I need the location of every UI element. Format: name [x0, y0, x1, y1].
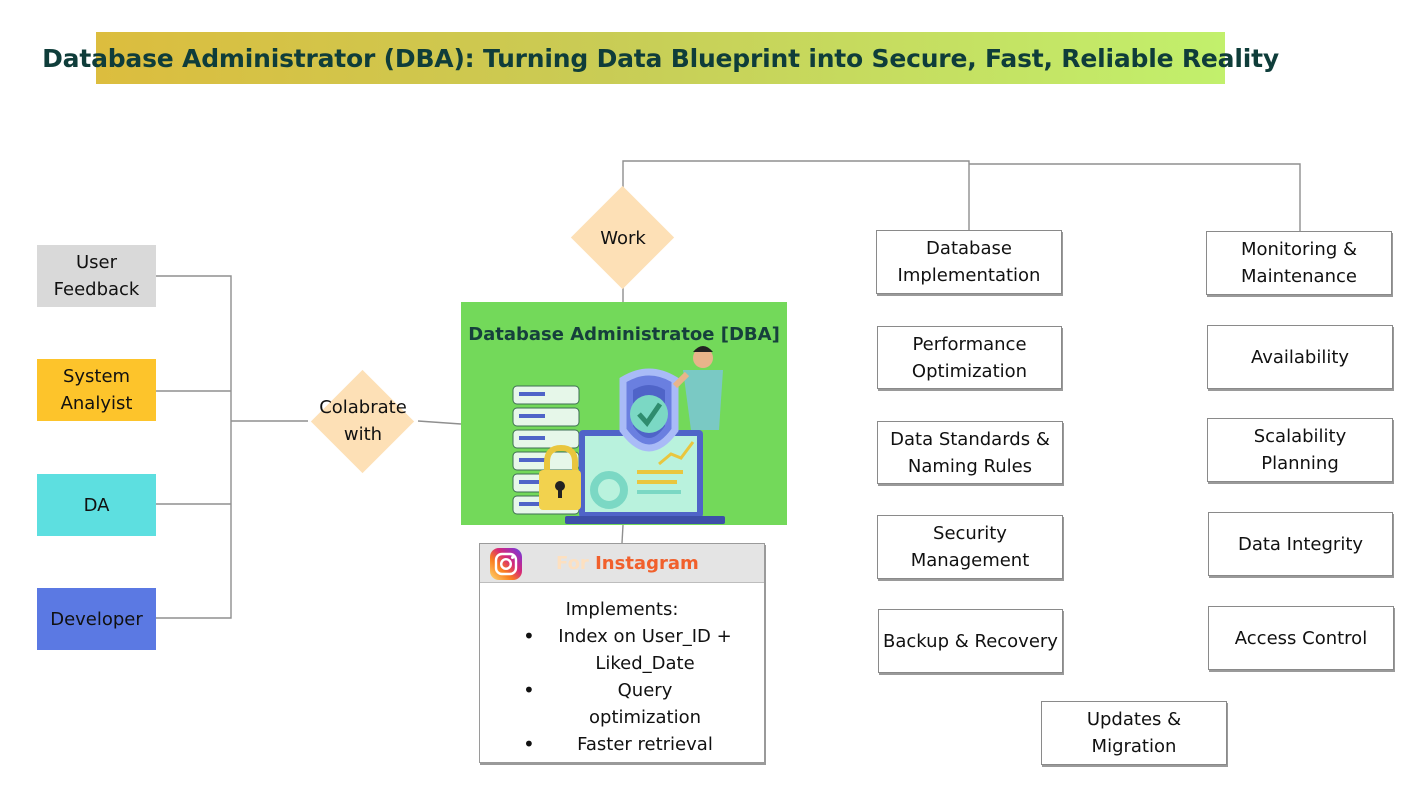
collab-bracket: [156, 275, 232, 619]
task-data-standards: Data Standards & Naming Rules: [877, 421, 1063, 484]
task-label: Availability: [1250, 346, 1350, 368]
implements-heading: Implements:: [565, 599, 679, 620]
list-item: Query optimization: [523, 677, 764, 731]
task-monitoring-maintenance: Monitoring & Maintenance: [1206, 231, 1392, 295]
task-label: Data Standards & Naming Rules: [890, 428, 1050, 477]
task-label: Database Implementation: [897, 238, 1041, 286]
task-label: Monitoring & Maintenance: [1240, 239, 1357, 287]
collaborator-developer: Developer: [37, 588, 156, 650]
connector-dba-to-instagram: [621, 524, 624, 544]
instagram-icon: [490, 548, 522, 580]
list-item: Index on User_ID + Liked_Date: [523, 623, 764, 677]
list-item: Faster retrieval: [523, 731, 764, 758]
task-label: Data Integrity: [1237, 533, 1364, 555]
collaborator-label: System Analyist: [60, 366, 133, 414]
task-access-control: Access Control: [1208, 606, 1394, 670]
task-label: Scalability Planning: [1253, 426, 1347, 474]
task-label: Updates & Migration: [1086, 709, 1182, 757]
instagram-brand-text: Instagram: [595, 553, 699, 574]
task-security-management: Security Management: [877, 515, 1063, 579]
task-label: Backup & Recovery: [883, 630, 1058, 652]
collaborate-label: Colabrate with: [319, 397, 407, 445]
page-title: Database Administrator (DBA): Turning Da…: [42, 32, 1279, 84]
task-label: Performance Optimization: [911, 333, 1028, 382]
instagram-header: For Instagram: [480, 544, 764, 583]
task-backup-recovery: Backup & Recovery: [878, 609, 1063, 673]
collaborator-da: DA: [37, 474, 156, 536]
connector-work-tree-1: [622, 160, 970, 230]
task-performance-optimization: Performance Optimization: [877, 326, 1062, 389]
work-label: Work: [600, 227, 646, 249]
task-label: Access Control: [1234, 627, 1368, 649]
dba-panel: Database Administratoe [DBA]: [461, 302, 787, 525]
implements-list: Index on User_ID + Liked_Date Query opti…: [480, 623, 764, 758]
task-updates-migration: Updates & Migration: [1041, 701, 1227, 765]
task-availability: Availability: [1207, 325, 1393, 389]
task-data-integrity: Data Integrity: [1208, 512, 1393, 576]
collaborator-label: User Feedback: [53, 252, 140, 300]
work-diamond: Work: [567, 185, 679, 290]
collaborator-system-analyist: System Analyist: [37, 359, 156, 421]
for-text: For: [556, 553, 589, 574]
instagram-example-box: For Instagram Implements: Index on User_…: [479, 543, 765, 763]
task-database-implementation: Database Implementation: [876, 230, 1062, 294]
collaborator-label: Developer: [50, 608, 143, 630]
connector-collab-to-dba: [417, 420, 462, 425]
instagram-body: Implements: Index on User_ID + Liked_Dat…: [480, 583, 764, 758]
connector-work-tree-2: [969, 163, 1301, 232]
task-scalability-planning: Scalability Planning: [1207, 418, 1393, 482]
dba-title: Database Administratoe [DBA]: [468, 324, 780, 345]
dba-security-illustration-icon: [512, 346, 725, 524]
instagram-label: For Instagram: [556, 544, 699, 582]
collaborator-label: DA: [83, 494, 110, 516]
collaborator-user-feedback: User Feedback: [37, 245, 156, 307]
collaborate-diamond: Colabrate with: [308, 369, 418, 474]
task-label: Security Management: [910, 523, 1030, 571]
